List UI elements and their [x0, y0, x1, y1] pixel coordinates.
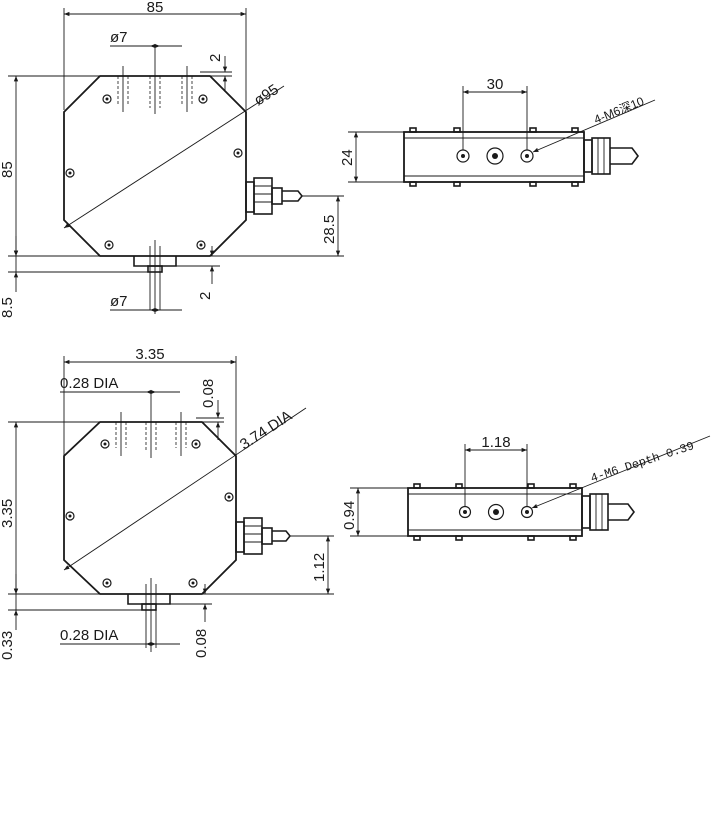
dim-depth-in: 0.08: [200, 379, 217, 408]
dim-offset-in: 1.12: [311, 553, 328, 582]
dim-bottom-dia: ø7: [110, 293, 128, 310]
metric-front-view: 85 ø7 2 ø95 85 28.5 8.5 ø7: [0, 0, 344, 318]
cable-connector-imperial: [235, 517, 292, 555]
dim-diameter: ø95: [251, 81, 282, 109]
cable-connector: [245, 177, 304, 215]
bolt-holes: [65, 94, 243, 250]
metric-side-view: 30 4-M6深10 24: [339, 76, 656, 187]
dim-offset: 28.5: [321, 215, 338, 244]
side-thread: 4-M6深10: [592, 94, 646, 127]
dim-diameter-in: 3.74 DIA: [237, 407, 295, 453]
dim-width-in: 3.35: [135, 346, 164, 363]
dim-bolt-dia-in: 0.28 DIA: [60, 375, 118, 392]
side-dim-spacing: 30: [487, 76, 504, 93]
top-holes: [117, 46, 193, 114]
imperial-side-view: 1.18 4-M6 Depth 0.39 0.94: [341, 434, 711, 541]
imperial-front-view: 3.35 0.28 DIA 0.08 3.74 DIA 3.35 1.12 0.…: [0, 346, 334, 660]
dim-bolt-dia: ø7: [110, 29, 128, 46]
top-holes-imperial: [115, 392, 187, 458]
dim-depth: 2: [207, 54, 224, 62]
side-dim-thickness: 24: [339, 149, 356, 166]
dim-bottom-flange-in: 0.33: [0, 631, 16, 660]
dim-bottom-dia-in: 0.28 DIA: [60, 627, 118, 644]
side-thread-in: 4-M6 Depth 0.39: [589, 439, 696, 486]
bolt-holes-imperial: [65, 439, 234, 588]
dim-width: 85: [147, 0, 164, 16]
dim-bottom-flange: 8.5: [0, 297, 16, 318]
side-dim-thickness-in: 0.94: [341, 501, 358, 530]
side-dim-spacing-in: 1.18: [481, 434, 510, 451]
dim-bottom-depth-in: 0.08: [193, 629, 210, 658]
dim-height: 85: [0, 161, 16, 178]
dim-height-in: 3.35: [0, 499, 16, 528]
dim-bottom-depth: 2: [197, 292, 214, 300]
